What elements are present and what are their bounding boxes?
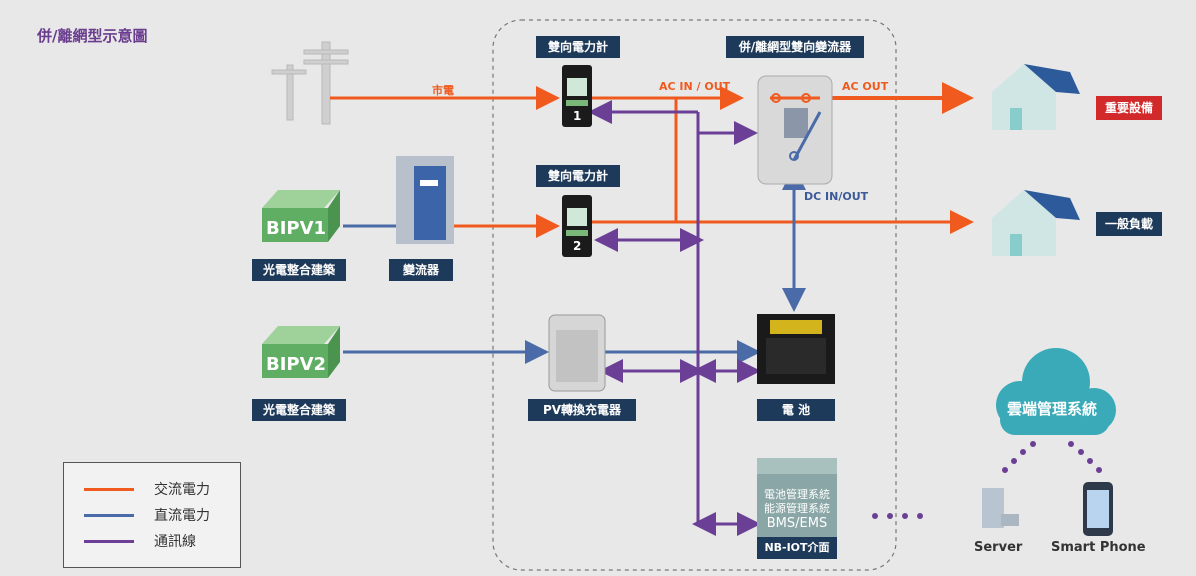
general-load-tag: 一般負載 (1096, 212, 1162, 236)
bipv1-caption: 光電整合建築 (252, 259, 346, 281)
ems-device-icon (757, 458, 837, 552)
ems-line-1: 電池管理系統 (764, 488, 830, 501)
ac-out-annotation: AC OUT (842, 80, 889, 93)
legend-label-ac: 交流電力 (154, 482, 210, 498)
legend-swatch-dc (84, 514, 134, 517)
meter-2-number: 2 (573, 239, 582, 253)
cloud-icon (996, 348, 1116, 435)
meter-2-icon (562, 195, 592, 257)
hybrid-inverter-icon (757, 75, 833, 185)
inverter-label: 變流器 (389, 259, 453, 281)
legend-swatch-comm (84, 540, 134, 543)
smart-phone-icon (1083, 482, 1113, 536)
grid-annotation: 市電 (432, 84, 454, 97)
page-title: 併/離網型示意圖 (37, 27, 148, 45)
meter-2-label: 雙向電力計 (536, 165, 620, 187)
battery-icon (757, 314, 835, 384)
pv-charger-label: PV轉換充電器 (528, 399, 636, 421)
bipv1-panel-text: BIPV1 (266, 218, 327, 239)
legend: 交流電力 直流電力 通訊線 (63, 462, 241, 568)
ems-text: 電池管理系統 能源管理系統 BMS/EMS (757, 488, 837, 532)
ac-in-out-annotation: AC IN / OUT (659, 80, 731, 93)
bipv2-panel-icon (262, 326, 340, 378)
legend-swatch-ac (84, 488, 134, 491)
legend-label-comm: 通訊線 (154, 534, 196, 550)
ems-line-2: 能源管理系統 (764, 502, 830, 515)
battery-label: 電 池 (757, 399, 835, 421)
bipv2-caption: 光電整合建築 (252, 399, 346, 421)
bipv2-panel-text: BIPV2 (266, 354, 327, 375)
pv-charger-icon (548, 314, 606, 392)
cloud-link-dots (872, 441, 1102, 519)
dc-in-out-annotation: DC IN/OUT (804, 190, 869, 203)
cloud-label: 雲端管理系統 (1006, 400, 1097, 418)
hybrid-inverter-label: 併/離網型雙向變流器 (726, 36, 864, 58)
inverter-icon (396, 156, 454, 244)
server-label: Server (974, 540, 1023, 555)
bipv1-panel-icon (262, 190, 340, 242)
ems-line-3: BMS/EMS (766, 516, 828, 531)
critical-load-tag: 重要設備 (1096, 96, 1162, 120)
ems-interface-label: NB-IOT介面 (757, 537, 837, 559)
utility-pole-icon (271, 41, 349, 125)
legend-label-dc: 直流電力 (154, 508, 210, 524)
house-critical-icon (992, 64, 1080, 130)
meter-1-number: 1 (573, 109, 582, 123)
house-general-icon (992, 190, 1080, 256)
server-icon (982, 488, 1019, 528)
meter-1-label: 雙向電力計 (536, 36, 620, 58)
smart-phone-label: Smart Phone (1051, 540, 1146, 555)
meter-1-icon (562, 65, 592, 127)
